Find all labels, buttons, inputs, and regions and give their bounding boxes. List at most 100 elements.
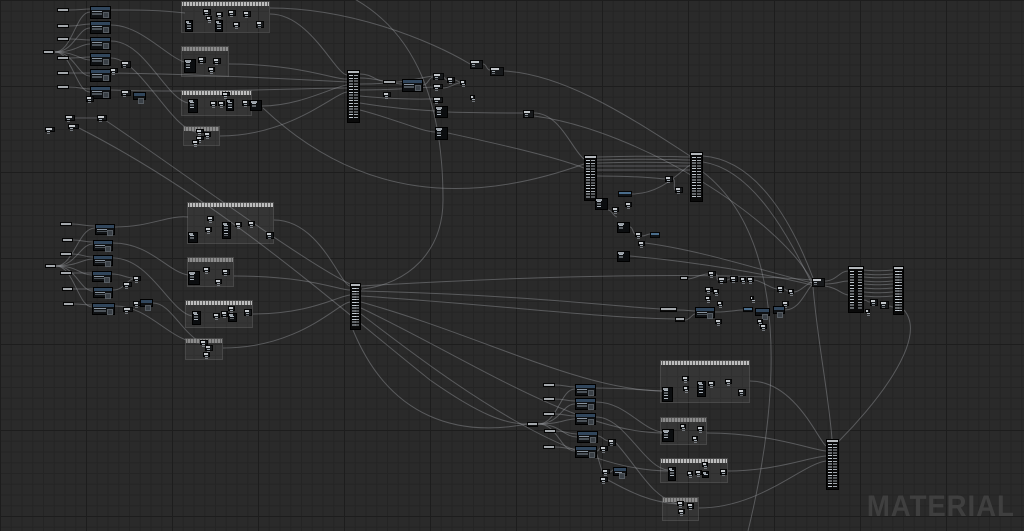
graph-node-small[interactable]	[697, 426, 704, 431]
graph-node-tall[interactable]	[826, 439, 839, 490]
graph-node-param[interactable]	[60, 252, 72, 256]
graph-node-tex[interactable]	[575, 413, 596, 425]
graph-node-tex[interactable]	[90, 37, 111, 50]
graph-node-param[interactable]	[675, 317, 685, 322]
graph-node-dark[interactable]	[188, 99, 198, 113]
graph-node-small[interactable]	[433, 84, 443, 89]
graph-node-small[interactable]	[612, 207, 619, 212]
graph-node-small[interactable]	[218, 101, 225, 106]
graph-node-small[interactable]	[757, 319, 763, 324]
graph-node-small[interactable]	[665, 176, 673, 182]
graph-node-small[interactable]	[713, 289, 719, 294]
graph-node-param[interactable]	[45, 264, 56, 268]
graph-node-small[interactable]	[215, 279, 222, 284]
graph-node-small[interactable]	[123, 282, 132, 287]
graph-node-dark[interactable]	[184, 59, 196, 73]
graph-node-tex[interactable]	[92, 271, 112, 283]
graph-node-small[interactable]	[433, 73, 444, 80]
comment-title-bar[interactable]	[661, 459, 727, 463]
graph-node-small[interactable]	[680, 424, 686, 429]
comment-title-bar[interactable]	[663, 498, 698, 502]
graph-node-tex[interactable]	[92, 303, 115, 315]
graph-node-small[interactable]	[235, 222, 242, 227]
graph-node-small[interactable]	[213, 313, 220, 318]
graph-node-small[interactable]	[718, 277, 727, 283]
graph-node-small[interactable]	[717, 301, 723, 306]
graph-node-small[interactable]	[687, 503, 694, 509]
graph-node-small[interactable]	[470, 60, 483, 69]
graph-node-tex[interactable]	[95, 224, 115, 236]
graph-node-small[interactable]	[383, 92, 391, 97]
graph-node-bluebar[interactable]	[618, 191, 632, 197]
graph-node-small[interactable]	[812, 278, 825, 287]
graph-node-param[interactable]	[680, 276, 688, 280]
graph-node-tex[interactable]	[613, 467, 627, 479]
graph-node-param[interactable]	[60, 271, 72, 275]
comment-title-bar[interactable]	[182, 91, 251, 95]
graph-node-param[interactable]	[543, 445, 555, 449]
graph-node-small[interactable]	[192, 140, 199, 145]
graph-node-small[interactable]	[228, 306, 235, 311]
graph-node-small[interactable]	[738, 389, 746, 396]
graph-node-dark[interactable]	[226, 99, 234, 111]
graph-node-small[interactable]	[198, 57, 206, 63]
graph-node-tex[interactable]	[577, 431, 598, 443]
graph-node-small[interactable]	[433, 97, 443, 103]
comment-title-bar[interactable]	[661, 418, 706, 422]
graph-node-dark[interactable]	[215, 20, 223, 32]
graph-node-tex[interactable]	[93, 240, 113, 252]
graph-node-dark[interactable]	[435, 127, 448, 140]
graph-node-small[interactable]	[133, 276, 141, 281]
graph-node-small[interactable]	[600, 477, 608, 482]
graph-node-small[interactable]	[222, 92, 230, 97]
graph-node-small[interactable]	[720, 469, 727, 475]
graph-node-small[interactable]	[675, 187, 683, 193]
graph-node-small[interactable]	[256, 21, 264, 28]
graph-node-small[interactable]	[695, 470, 702, 475]
graph-node-small[interactable]	[705, 287, 713, 292]
graph-node-param[interactable]	[62, 238, 73, 242]
graph-node-dark[interactable]	[668, 467, 676, 481]
comment-box[interactable]	[181, 1, 270, 33]
graph-node-small[interactable]	[207, 216, 214, 221]
graph-node-small[interactable]	[204, 132, 211, 137]
graph-node-param[interactable]	[57, 71, 69, 75]
graph-node-dark[interactable]	[222, 222, 231, 239]
graph-node-small[interactable]	[608, 439, 616, 446]
graph-node-tex[interactable]	[90, 6, 111, 19]
graph-node-small[interactable]	[725, 379, 732, 384]
graph-node-tall[interactable]	[690, 152, 703, 202]
graph-node-small[interactable]	[625, 202, 632, 207]
graph-node-param[interactable]	[543, 383, 555, 387]
graph-node-small[interactable]	[203, 267, 210, 272]
graph-node-tex[interactable]	[755, 308, 770, 320]
graph-node-small[interactable]	[635, 232, 642, 237]
graph-node-tex[interactable]	[773, 306, 785, 318]
graph-node-small[interactable]	[248, 221, 255, 226]
graph-node-small[interactable]	[205, 227, 212, 232]
graph-node-param[interactable]	[660, 307, 677, 312]
graph-node-dark[interactable]	[250, 100, 262, 111]
graph-node-small[interactable]	[213, 58, 221, 64]
graph-node-small[interactable]	[233, 22, 240, 27]
graph-node-param[interactable]	[60, 222, 72, 226]
graph-node-small[interactable]	[788, 289, 794, 294]
graph-node-small[interactable]	[865, 309, 870, 314]
graph-node-small[interactable]	[228, 10, 236, 16]
graph-node-small[interactable]	[470, 95, 475, 100]
graph-node-small[interactable]	[203, 352, 210, 357]
graph-node-tall[interactable]	[350, 283, 361, 330]
graph-node-param[interactable]	[57, 85, 69, 89]
graph-node-param[interactable]	[383, 80, 396, 84]
comment-title-bar[interactable]	[188, 258, 233, 262]
graph-node-small[interactable]	[730, 276, 738, 282]
comment-title-bar[interactable]	[182, 2, 269, 6]
graph-node-dark[interactable]	[188, 232, 198, 243]
graph-node-param[interactable]	[527, 422, 538, 427]
graph-node-small[interactable]	[210, 101, 217, 106]
graph-node-small[interactable]	[683, 386, 689, 391]
graph-node-small[interactable]	[216, 12, 223, 17]
graph-node-small[interactable]	[242, 100, 250, 106]
graph-node-dark[interactable]	[662, 387, 673, 402]
graph-node-tex[interactable]	[90, 21, 111, 34]
